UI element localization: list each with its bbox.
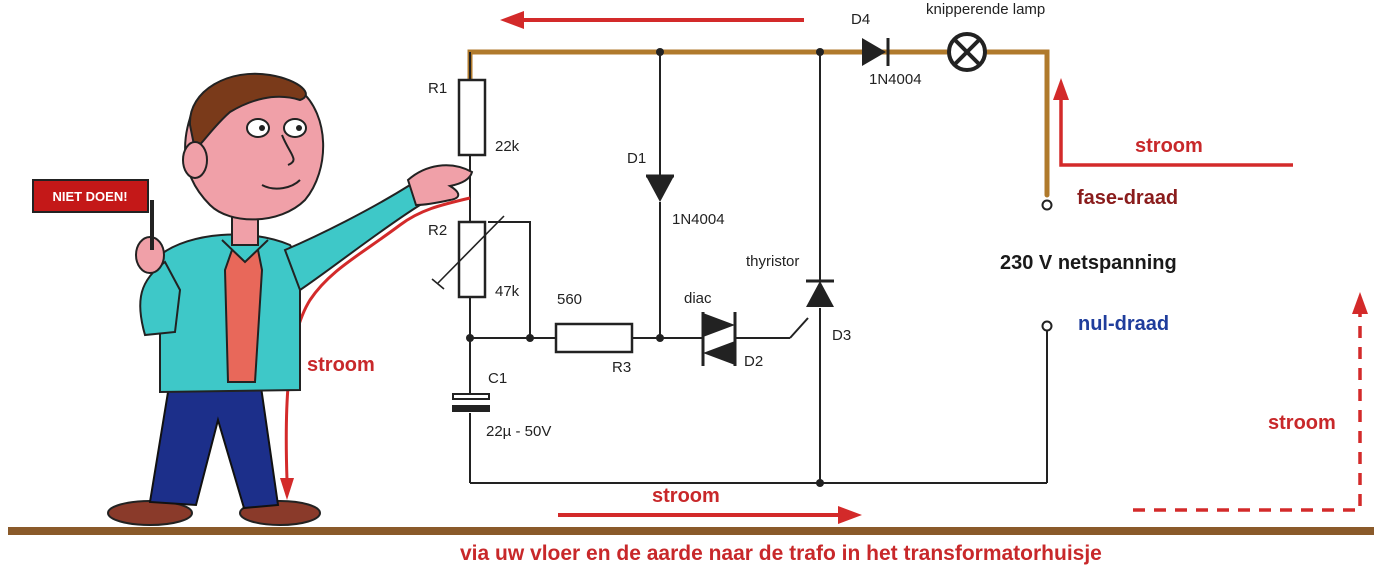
phase-wire (467, 49, 1050, 198)
diac-d2 (701, 312, 737, 366)
person-illustration (32, 72, 474, 526)
label-d2-name: D2 (744, 353, 763, 370)
label-nul-draad: nul-draad (1078, 313, 1169, 335)
label-c1-value: 22µ - 50V (486, 423, 551, 440)
label-d1-name: D1 (627, 150, 646, 167)
floor-line (8, 527, 1374, 535)
circuit-wires (469, 52, 1048, 484)
capacitor-c1 (452, 393, 490, 412)
label-fase-draad: fase-draad (1077, 187, 1178, 209)
label-d3-type: thyristor (746, 253, 799, 270)
label-stroom-bottom: stroom (652, 485, 720, 507)
label-stroom-right-bottom: stroom (1268, 412, 1336, 434)
label-d1-value: 1N4004 (672, 211, 725, 228)
label-r1-name: R1 (428, 80, 447, 97)
warning-sign (32, 179, 149, 213)
thyristor-d3 (806, 279, 834, 307)
label-r3-value: 560 (557, 291, 582, 308)
diode-d1 (646, 174, 674, 202)
label-d4-name: D4 (851, 11, 870, 28)
label-r1-value: 22k (495, 138, 520, 155)
resistor-r1 (457, 78, 487, 157)
phase-terminal (1041, 199, 1053, 211)
current-arrows (280, 11, 1368, 524)
label-stroom-body: stroom (307, 354, 375, 376)
junction-dots (466, 48, 824, 487)
label-lamp: knipperende lamp (926, 1, 1045, 18)
label-r2-value: 47k (495, 283, 520, 300)
label-r3-name: R3 (612, 359, 631, 376)
potentiometer-r2-arrow (437, 215, 505, 284)
neutral-terminal (1041, 320, 1053, 332)
potentiometer-r2 (457, 220, 487, 299)
label-d3-name: D3 (832, 327, 851, 344)
label-stroom-right-top: stroom (1135, 135, 1203, 157)
warning-sign-text: NIET DOEN! (52, 189, 127, 204)
label-netspanning: 230 V netspanning (1000, 252, 1177, 274)
label-d4-value: 1N4004 (869, 71, 922, 88)
label-d2-type: diac (684, 290, 712, 307)
lamp-icon (947, 32, 987, 72)
resistor-r3 (554, 322, 634, 354)
label-c1-name: C1 (488, 370, 507, 387)
label-r2-name: R2 (428, 222, 447, 239)
diode-d4 (862, 38, 890, 66)
bottom-caption: via uw vloer en de aarde naar de trafo i… (460, 542, 1102, 565)
